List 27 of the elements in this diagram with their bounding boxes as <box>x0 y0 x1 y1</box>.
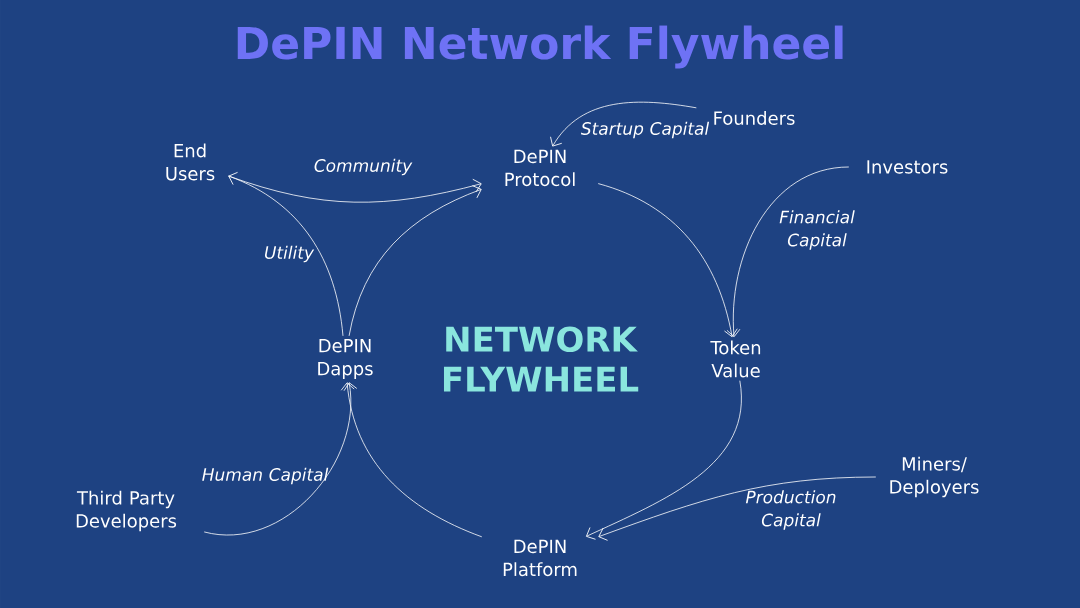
node-label: End Users <box>166 143 215 181</box>
edge-label: Community <box>314 158 413 176</box>
arrow <box>598 476 877 541</box>
node-label: Third Party Developers <box>76 490 177 532</box>
arrow <box>550 101 697 147</box>
arrow <box>348 185 482 337</box>
edge-label: Production Capital <box>745 490 836 530</box>
arrow <box>586 380 742 540</box>
arrow <box>228 172 344 337</box>
arrow <box>597 183 738 338</box>
node-label: DePIN Platform <box>503 539 577 577</box>
node-label: Founders <box>714 111 795 125</box>
node-label: Investors <box>867 160 948 174</box>
title: DePIN Network Flywheel <box>237 25 843 69</box>
arrow <box>203 382 358 536</box>
arrow <box>340 382 483 538</box>
edge-label: Startup Capital <box>580 121 710 139</box>
arrow <box>227 175 482 203</box>
edge-label: Utility <box>265 245 315 263</box>
arrow <box>726 166 850 338</box>
edge-label: Human Capital <box>202 467 329 485</box>
center-heading: NETWORK FLYWHEEL <box>444 326 639 392</box>
node-label: DePIN Dapps <box>318 339 373 379</box>
node-label: Token Value <box>710 340 761 378</box>
node-label: DePIN Protocol <box>505 149 575 187</box>
edge-label: Financial Capital <box>779 210 855 250</box>
node-label: Miners/ Deployers <box>890 456 979 498</box>
